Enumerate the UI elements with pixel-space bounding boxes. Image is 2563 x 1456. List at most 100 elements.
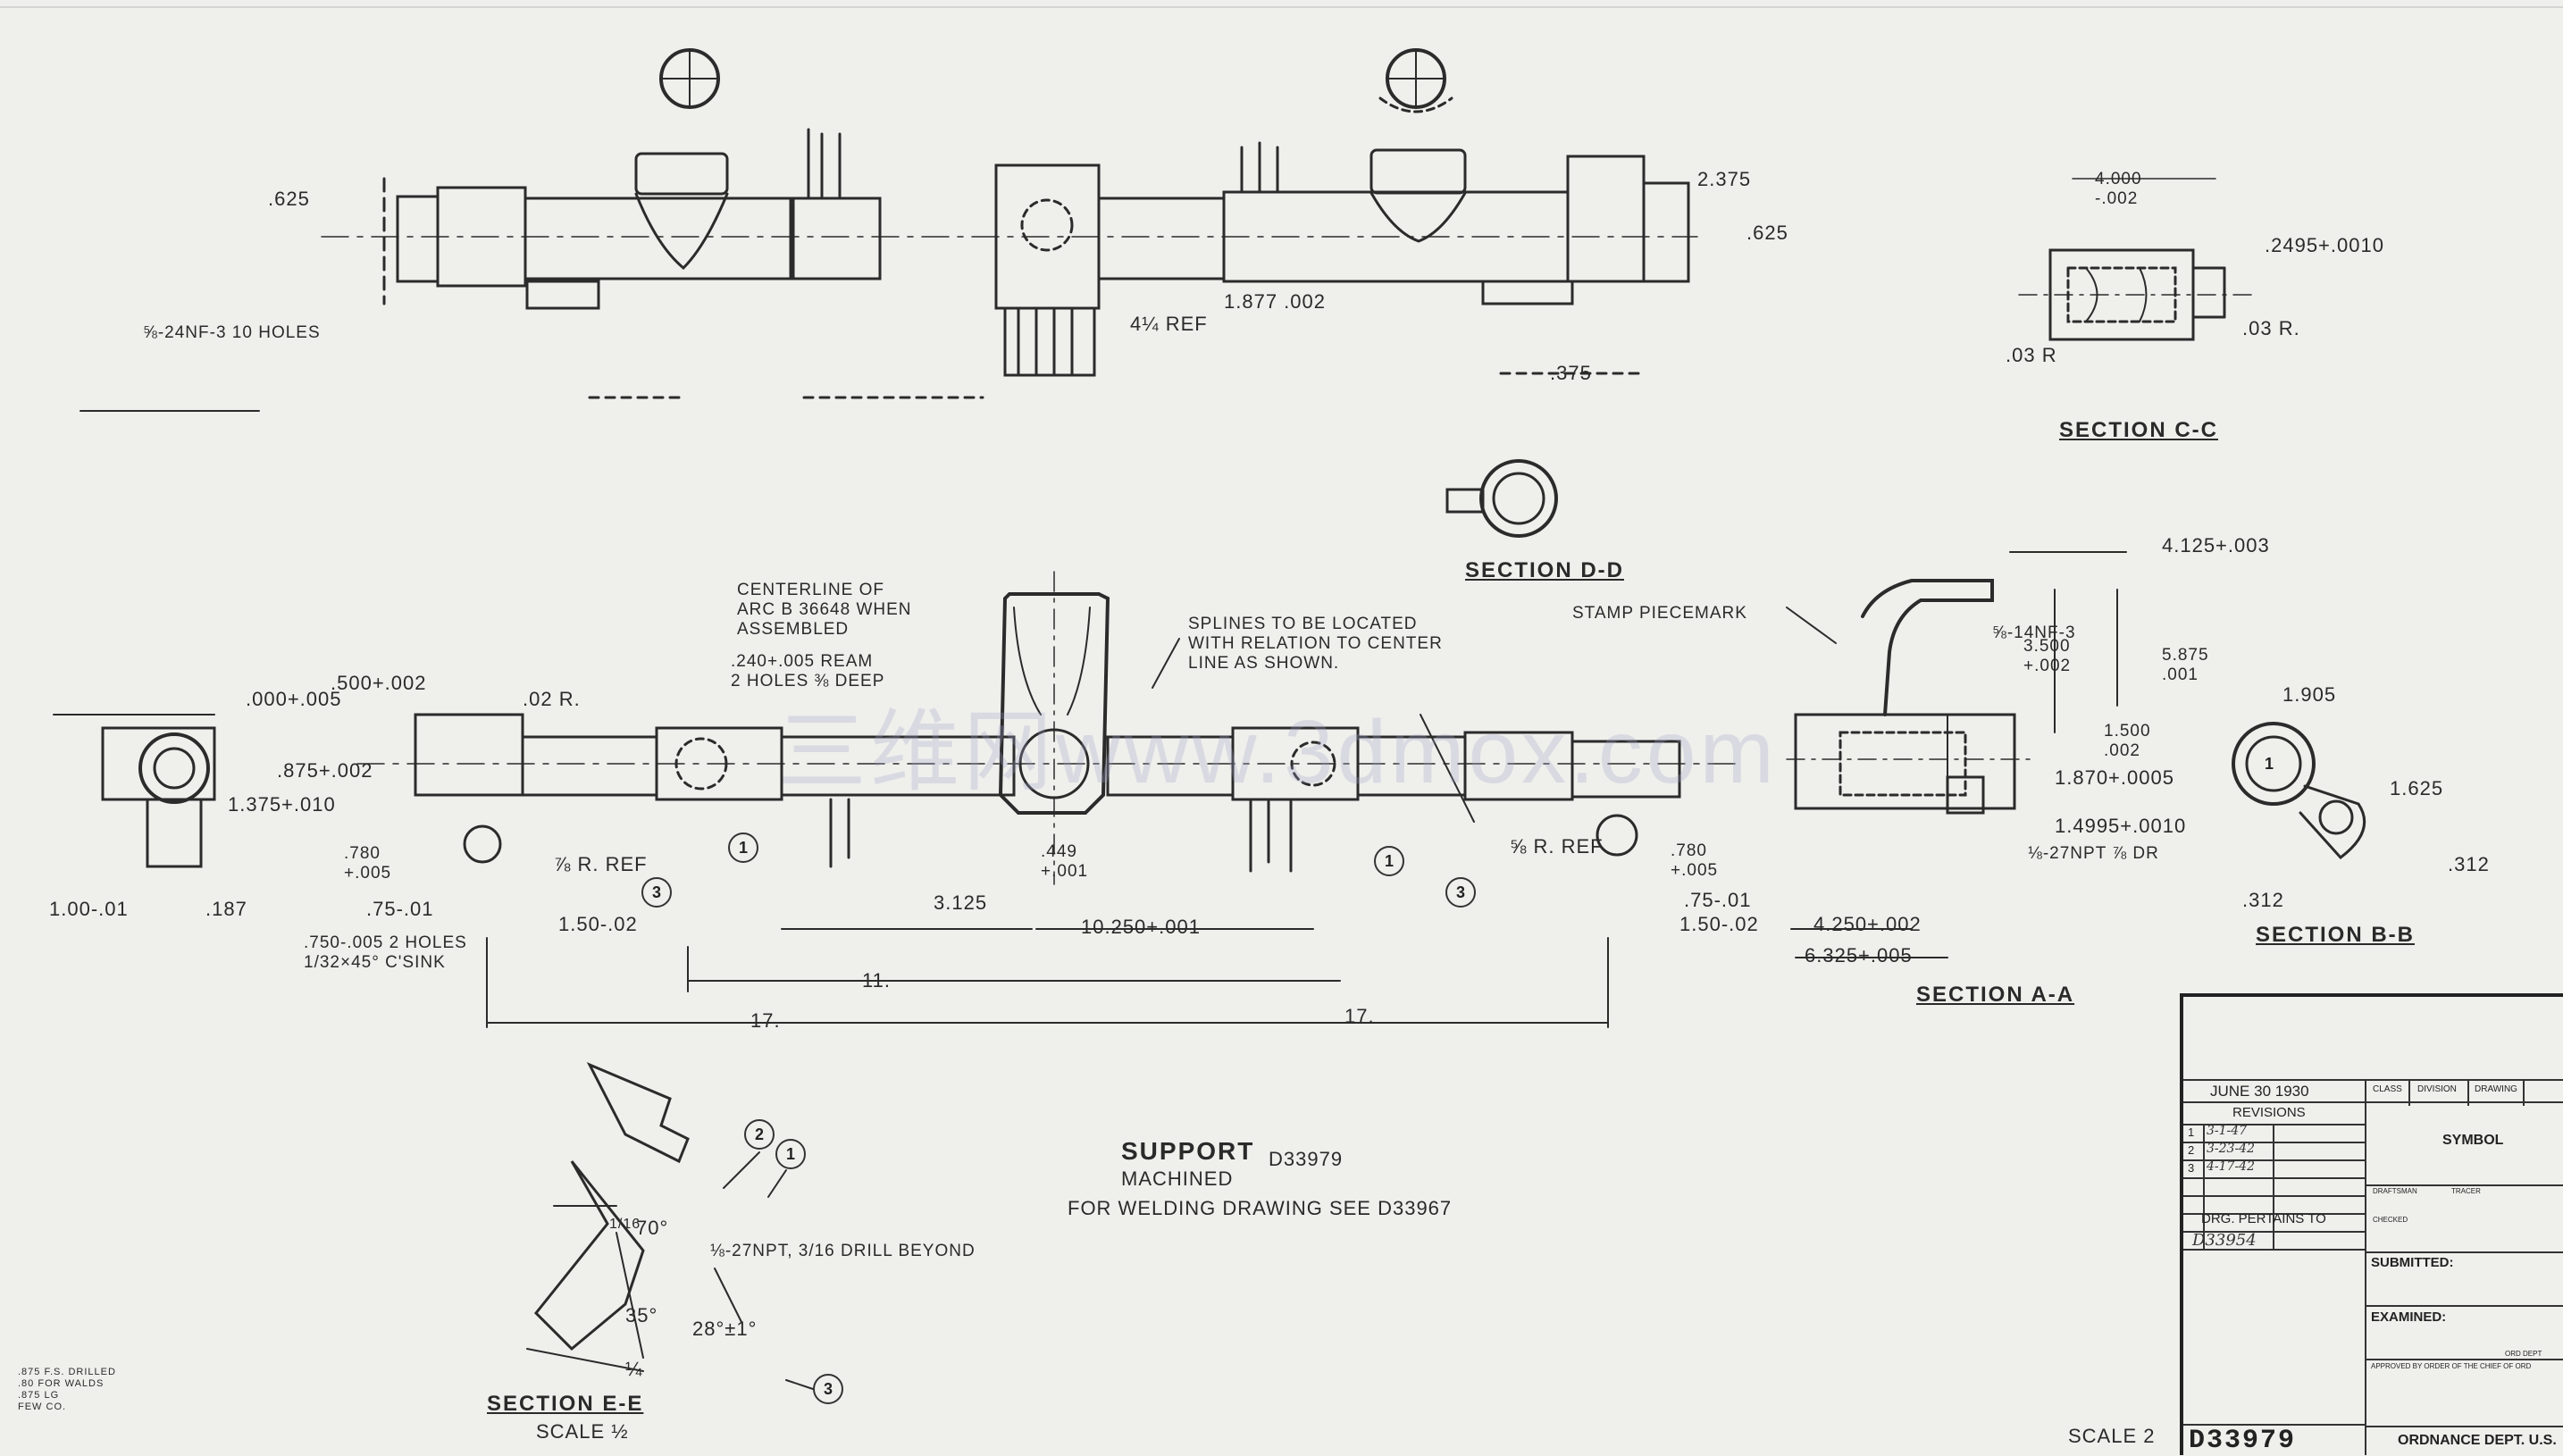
section-bb-drawing: [2232, 722, 2366, 860]
dim-35: 35°: [625, 1304, 658, 1326]
dim-1877: 1.877 .002: [1224, 290, 1326, 313]
dim-4000: 4.000 -.002: [2095, 170, 2142, 208]
section-aa-drawing: [1786, 579, 2038, 815]
top-view: [80, 48, 1698, 412]
dim-75a: .75-.01: [366, 898, 434, 920]
dim-75b: .75-.01: [1684, 889, 1752, 911]
tb-rev-1-no: 1: [2188, 1125, 2195, 1139]
callout-1: 1: [728, 833, 758, 863]
dim-17b: 17.: [1344, 1005, 1375, 1027]
tb-approved-label: APPROVED BY ORDER OF THE CHIEF OF ORD: [2371, 1362, 2532, 1370]
note-npt: ⅛-27NPT, 3/16 DRILL BEYOND: [710, 1242, 976, 1260]
note-splines: SPLINES TO BE LOCATED WITH RELATION TO C…: [1188, 615, 1443, 673]
leader-lines: [785, 607, 1837, 1390]
dim-187: .187: [205, 898, 247, 920]
dim-150b: 1.50-.02: [1679, 913, 1759, 935]
tb-examined-label: EXAMINED:: [2371, 1310, 2447, 1325]
dim-25r: ⅞ R. REF: [554, 853, 648, 875]
dim-17a: 17.: [750, 1009, 781, 1032]
main-view: [53, 571, 1743, 885]
dim-28: 28°±1°: [692, 1318, 758, 1340]
tb-submitted-label: SUBMITTED:: [2371, 1255, 2454, 1270]
welding-note: FOR WELDING DRAWING SEE D33967: [1068, 1197, 1453, 1219]
dim-10250: 10.250+.001: [1081, 916, 1201, 938]
section-ee-drawing: [526, 1062, 787, 1372]
tb-rev-1-date: 3-1-47: [2207, 1124, 2248, 1138]
dim-150a: 1.50-.02: [558, 913, 638, 935]
dim-1870: 1.870+.0005: [2055, 766, 2174, 789]
dim-780b: .780 +.005: [1671, 841, 1719, 880]
dim-3125: 3.125: [934, 891, 988, 914]
dim-000: .000+.005: [246, 688, 342, 710]
tb-rev-3-date: 4-17-42: [2207, 1159, 2255, 1174]
callout-1: 1: [1374, 846, 1404, 876]
dim-4125: 4.125+.003: [2162, 534, 2270, 556]
section-ee-title: SECTION E-E: [487, 1392, 644, 1416]
dim-5875: 5.875 .001: [2162, 646, 2209, 684]
note-stamp: STAMP PIECEMARK: [1572, 604, 1747, 623]
dim-6325: 6.325+.005: [1805, 944, 1913, 966]
section-ee-scale: SCALE ½: [536, 1420, 629, 1443]
tb-draftsman-label: DRAFTSMAN: [2373, 1187, 2417, 1195]
title-block: JUNE 30 1930 CLASS DIVISION DRAWING REVI…: [2180, 993, 2563, 1456]
callout-3: 3: [813, 1374, 843, 1404]
dim-03r-right: .03 R.: [2242, 317, 2300, 339]
part-number-ref: D33979: [1269, 1148, 1344, 1170]
dim-625-left: .625: [268, 188, 310, 210]
note-holes-top: ⅝-24NF-3 10 HOLES: [143, 323, 321, 342]
dim-4250: 4.250+.002: [1813, 913, 1922, 935]
tb-pertains-label: DRG. PERTAINS TO: [2201, 1211, 2326, 1226]
tb-checked-label: CHECKED: [2373, 1216, 2408, 1224]
dim-02r: .02 R.: [523, 688, 581, 710]
tb-symbol-label: SYMBOL: [2442, 1133, 2504, 1148]
tb-rev-2-date: 3-23-42: [2207, 1142, 2255, 1156]
dim-449: .449 +.001: [1041, 842, 1089, 881]
tb-date: JUNE 30 1930: [2210, 1083, 2309, 1100]
tb-pertains-value: D33954: [2192, 1231, 2257, 1250]
dim-1500: 1.500 .002: [2104, 722, 2151, 760]
dim-625-right: .625: [1746, 222, 1788, 244]
part-subtitle: MACHINED: [1121, 1167, 1234, 1190]
dim-780a: .780 +.005: [344, 844, 392, 883]
dim-500: .500+.002: [331, 672, 427, 694]
dim-1375: 1.375+.010: [228, 793, 336, 816]
tb-revisions-label: REVISIONS: [2232, 1105, 2306, 1120]
dim-100: 1.00-.01: [49, 898, 129, 920]
callout-1: 1: [775, 1139, 806, 1169]
section-dd-drawing: [1445, 459, 1558, 538]
note-ream: .240+.005 REAM 2 HOLES ⅜ DEEP: [731, 652, 885, 690]
watermark: 三维网www.3dmox.com: [777, 702, 1778, 802]
callout-3: 3: [1445, 877, 1476, 908]
tb-division-label: DIVISION: [2417, 1084, 2457, 1094]
scale-corner: SCALE 2: [2068, 1425, 2156, 1447]
note-holes-bottom: .750-.005 2 HOLES 1/32×45° C'SINK: [304, 933, 467, 972]
dim-375: .375: [1550, 362, 1592, 384]
section-bb-title: SECTION B-B: [2256, 923, 2415, 947]
dim-1625: 1.625: [2390, 777, 2444, 799]
tb-ord-dept-label: ORD DEPT: [2505, 1350, 2542, 1358]
callout-1: 1: [2264, 755, 2274, 773]
section-cc-drawing: [2018, 178, 2252, 341]
dim-70: 70°: [636, 1217, 669, 1239]
dim-3500: 3.500 +.002: [2023, 637, 2072, 675]
part-title: SUPPORT: [1121, 1137, 1255, 1165]
section-cc-title: SECTION C-C: [2059, 418, 2218, 442]
drawing-number: D33979: [2189, 1426, 2297, 1456]
dim-14: ¼: [625, 1358, 643, 1380]
callout-3: 3: [641, 877, 672, 908]
tb-drawing-label: DRAWING: [2475, 1084, 2517, 1094]
tb-ordnance: ORDNANCE DEPT. U.S.: [2398, 1433, 2557, 1448]
section-aa-title: SECTION A-A: [1916, 983, 2075, 1007]
dim-312a: .312: [2448, 853, 2490, 875]
dim-116: 1/16: [609, 1217, 641, 1232]
dim-2375: 2.375: [1697, 168, 1752, 190]
callout-2: 2: [744, 1119, 775, 1150]
dim-03r-left: .03 R: [2006, 344, 2057, 366]
dim-25r2: ⅝ R. REF: [1510, 835, 1604, 858]
section-dd-title: SECTION D-D: [1465, 558, 1624, 582]
note-nf14: ⅝-14NF-3: [1992, 623, 2076, 642]
tb-class-label: CLASS: [2373, 1084, 2402, 1094]
note-nf27: ⅛-27NPT ⅞ DR: [2028, 844, 2159, 863]
tb-rev-3-no: 3: [2188, 1161, 2195, 1175]
note-centerline: CENTERLINE OF ARC B 36648 WHEN ASSEMBLED: [737, 581, 912, 639]
